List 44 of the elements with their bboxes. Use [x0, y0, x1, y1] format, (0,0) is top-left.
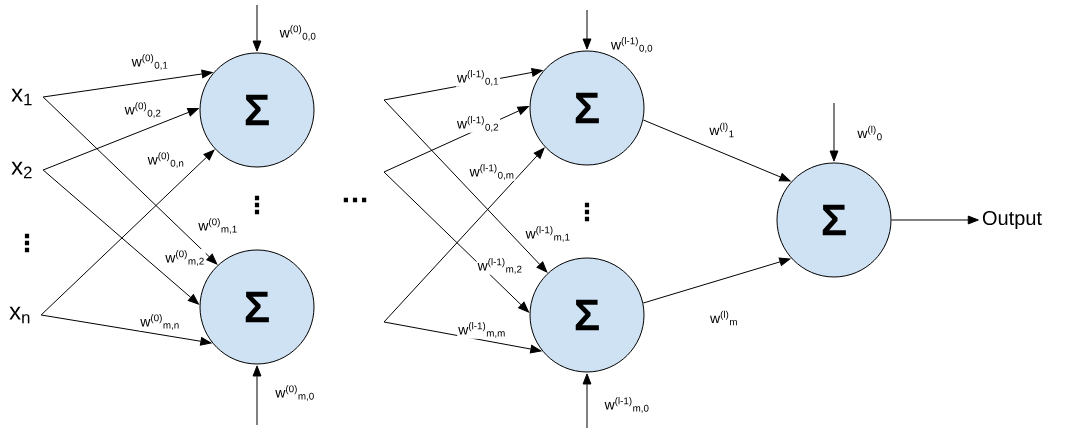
arrow [40, 314, 212, 346]
input-label: x$_{n}$ [9, 306, 30, 324]
weight-label: w$^{(0)}$m,0 [274, 384, 316, 402]
weight-label: w$^{(l-1)}$0,2 [455, 115, 501, 133]
weight-label: w$^{(l)}$1 [708, 121, 736, 139]
weight-label: w$^{(0)}$0,1 [130, 53, 170, 71]
weight-label: w$^{(0)}$m,n [139, 313, 181, 331]
weight-label: w$^{(l-1)}$m,1 [524, 225, 572, 243]
arrow [42, 96, 218, 265]
arrow [42, 108, 199, 171]
arrow [40, 149, 215, 316]
arrow [582, 9, 592, 50]
arrow [383, 99, 548, 273]
weight-label: w$^{(0)}$m,2 [164, 249, 206, 267]
weight-label: w$^{(l-1)}$m,m [457, 321, 507, 339]
arrow [42, 69, 213, 98]
arrow [642, 119, 791, 182]
ellipsis: ⋮ [254, 195, 260, 215]
ellipsis: ... [343, 197, 367, 203]
arrow [582, 373, 592, 429]
arrow [383, 171, 529, 313]
arrow [383, 321, 542, 354]
arrow [891, 215, 979, 225]
arrow [383, 147, 545, 323]
weight-label: w$^{(l-1)}$m,0 [603, 396, 651, 414]
weight-label: w$^{(l-1)}$0,1 [455, 69, 501, 87]
weight-label: w$^{(0)}$0,2 [123, 101, 163, 119]
input-label: x$_{1}$ [11, 88, 32, 106]
weight-label: w$^{(0)}$0,n [146, 151, 186, 169]
weight-label: w$^{(l-1)}$0,m [468, 163, 516, 181]
weight-label: w$^{(0)}$m,1 [197, 217, 239, 235]
weight-label: w$^{(l-1)}$m,2 [476, 257, 524, 275]
arrow [252, 365, 262, 426]
ellipsis: ⋮ [584, 202, 590, 222]
arrow [829, 102, 839, 162]
arrow [642, 257, 791, 304]
weight-label: w$^{(l)}$m [709, 309, 739, 327]
arrow [42, 169, 199, 305]
output-label: Output [982, 210, 1042, 230]
weight-label: w$^{(l)}$0 [856, 124, 884, 142]
weight-label: w$^{(0)}$0,0 [278, 24, 318, 42]
arrow [252, 4, 262, 52]
ellipsis: ⋮ [24, 233, 30, 253]
input-label: x$_{2}$ [11, 161, 32, 179]
